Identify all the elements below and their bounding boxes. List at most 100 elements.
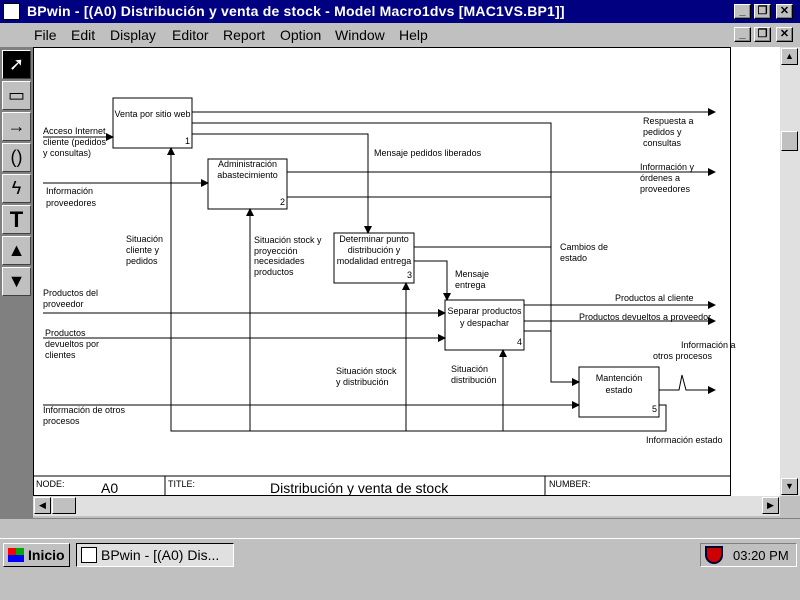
child-minimize-button[interactable]: _	[734, 27, 751, 42]
box-mantencion-estado[interactable]	[578, 366, 660, 418]
box-admin-label-1: Administración	[218, 159, 277, 169]
label-prod-dev-in-3: clientes	[45, 350, 76, 360]
vertical-scroll-thumb[interactable]	[781, 131, 798, 151]
label-mensaje-entrega-1: Mensaje	[455, 269, 489, 279]
bpwin-task-icon	[81, 547, 97, 563]
label-acceso-2: cliente (pedidos	[43, 137, 107, 147]
bpwin-app-icon[interactable]	[3, 3, 20, 20]
label-info-otros-out-1: Información a	[681, 340, 736, 350]
label-prod-prov-1: Productos del	[43, 288, 98, 298]
text-tool[interactable]: T	[2, 205, 31, 234]
arrow-pointer-icon: ➚	[8, 54, 25, 74]
label-situacion-dist-1: Situación	[451, 364, 488, 374]
menu-editor[interactable]: Editor	[172, 27, 209, 43]
label-cambios-estado-1: Cambios de	[560, 242, 608, 252]
close-button[interactable]: ✕	[776, 4, 793, 19]
scroll-right-button[interactable]: ▶	[762, 497, 779, 514]
document-icon[interactable]	[3, 26, 20, 43]
box-number-4: 4	[517, 337, 522, 347]
scroll-left-button[interactable]: ◀	[34, 497, 51, 514]
vertical-scrollbar[interactable]: ▲ ▼	[780, 47, 800, 496]
menu-report[interactable]: Report	[223, 27, 266, 43]
system-tray: 03:20 PM	[700, 543, 797, 567]
menu-edit[interactable]: Edit	[71, 27, 96, 43]
box-separar-productos[interactable]	[444, 299, 525, 351]
go-up-tool[interactable]: ▲	[2, 236, 31, 265]
scroll-up-button[interactable]: ▲	[781, 48, 798, 65]
horizontal-scrollbar[interactable]: ◀ ▶	[33, 496, 780, 516]
label-prod-dev-in-1: Productos	[45, 328, 86, 338]
label-prod-dev-prov: Productos devueltos a proveedor	[579, 312, 711, 322]
label-situacion-stock-proy-3: necesidades	[254, 256, 305, 266]
label-situacion-cliente-1: Situación	[126, 234, 163, 244]
pointer-tool[interactable]: ➚	[2, 50, 31, 79]
tunnel-tool[interactable]: ()	[2, 143, 31, 172]
box-admin-label-2: abastecimiento	[217, 170, 278, 180]
scroll-down-button[interactable]: ▼	[781, 478, 798, 495]
label-situacion-dist-2: distribución	[451, 375, 497, 385]
arrow-right-icon: →	[7, 116, 26, 136]
box-venta-sitio-web[interactable]	[112, 97, 193, 149]
start-label: Inicio	[28, 547, 65, 563]
footer-node-label: NODE:	[36, 479, 65, 489]
box-determinar-label-3: modalidad entrega	[337, 256, 412, 266]
label-info-prov-2: proveedores	[46, 198, 97, 208]
footer-node-value: A0	[101, 480, 118, 496]
tool-palette: ➚ ▭ → () ϟ T ▲ ▼	[0, 47, 33, 520]
box-number-1: 1	[185, 136, 190, 146]
windows-logo-icon	[8, 548, 24, 562]
box-number-2: 2	[280, 197, 285, 207]
minimize-button[interactable]: _	[734, 4, 751, 19]
menu-window[interactable]: Window	[335, 27, 385, 43]
arrow-tool[interactable]: →	[2, 112, 31, 141]
label-info-prov-1: Información	[46, 186, 93, 196]
footer-title-label: TITLE:	[168, 479, 195, 489]
label-situacion-cliente-2: cliente y	[126, 245, 160, 255]
child-close-button[interactable]: ✕	[776, 27, 793, 42]
horizontal-scroll-thumb[interactable]	[52, 497, 76, 514]
start-button[interactable]: Inicio	[3, 543, 70, 567]
box-mantencion-label-2: estado	[605, 385, 632, 395]
label-acceso-1: Acceso Internet	[43, 126, 106, 136]
restore-button[interactable]: ❐	[754, 4, 771, 19]
menu-help[interactable]: Help	[399, 27, 428, 43]
label-prod-cliente: Productos al cliente	[615, 293, 694, 303]
label-cambios-estado-2: estado	[560, 253, 587, 263]
clock[interactable]: 03:20 PM	[733, 547, 789, 563]
box-determinar-label-1: Determinar punto	[339, 234, 409, 244]
menu-display[interactable]: Display	[110, 27, 156, 43]
status-bar	[0, 518, 800, 538]
taskbar-bpwin-button[interactable]: BPwin - [(A0) Dis...	[76, 543, 234, 567]
box-venta-label: Venta por sitio web	[114, 109, 190, 119]
box-separar-label-2: y despachar	[460, 318, 509, 328]
menu-bar: File Edit Display Editor Report Option W…	[0, 23, 800, 47]
label-situacion-stock-dist-1: Situación stock	[336, 366, 397, 376]
go-down-tool[interactable]: ▼	[2, 267, 31, 296]
label-info-ordenes-3: proveedores	[640, 184, 691, 194]
label-mensaje-pedidos: Mensaje pedidos liberados	[374, 148, 482, 158]
child-restore-button[interactable]: ❐	[754, 27, 771, 42]
label-situacion-stock-proy-2: proyección	[254, 246, 298, 256]
label-info-otros-out-2: otros procesos	[653, 351, 713, 361]
box-mantencion-label-1: Mantención	[596, 373, 643, 383]
diagram-canvas[interactable]: Venta por sitio web Administración abast…	[33, 47, 780, 496]
menu-file[interactable]: File	[34, 27, 57, 43]
label-respuesta-2: pedidos y	[643, 127, 682, 137]
squiggle-tool[interactable]: ϟ	[2, 174, 31, 203]
label-prod-dev-in-2: devueltos por	[45, 339, 99, 349]
box-determinar-punto[interactable]	[333, 232, 415, 284]
box-number-3: 3	[407, 270, 412, 280]
footer-number-label: NUMBER:	[549, 479, 591, 489]
text-icon: T	[9, 206, 24, 232]
box-tool[interactable]: ▭	[2, 81, 31, 110]
footer-title-value: Distribución y venta de stock	[270, 480, 449, 496]
label-situacion-stock-dist-2: y distribución	[336, 377, 389, 387]
triangle-down-icon: ▼	[7, 271, 26, 291]
antivirus-shield-icon[interactable]	[705, 546, 723, 564]
squiggle-icon: ϟ	[11, 178, 22, 198]
box-separar-label-1: Separar productos	[447, 306, 522, 316]
title-bar: BPwin - [(A0) Distribución y venta de st…	[0, 0, 800, 23]
label-situacion-stock-proy-1: Situación stock y	[254, 235, 322, 245]
taskbar-bpwin-label: BPwin - [(A0) Dis...	[101, 547, 220, 563]
menu-option[interactable]: Option	[280, 27, 322, 43]
